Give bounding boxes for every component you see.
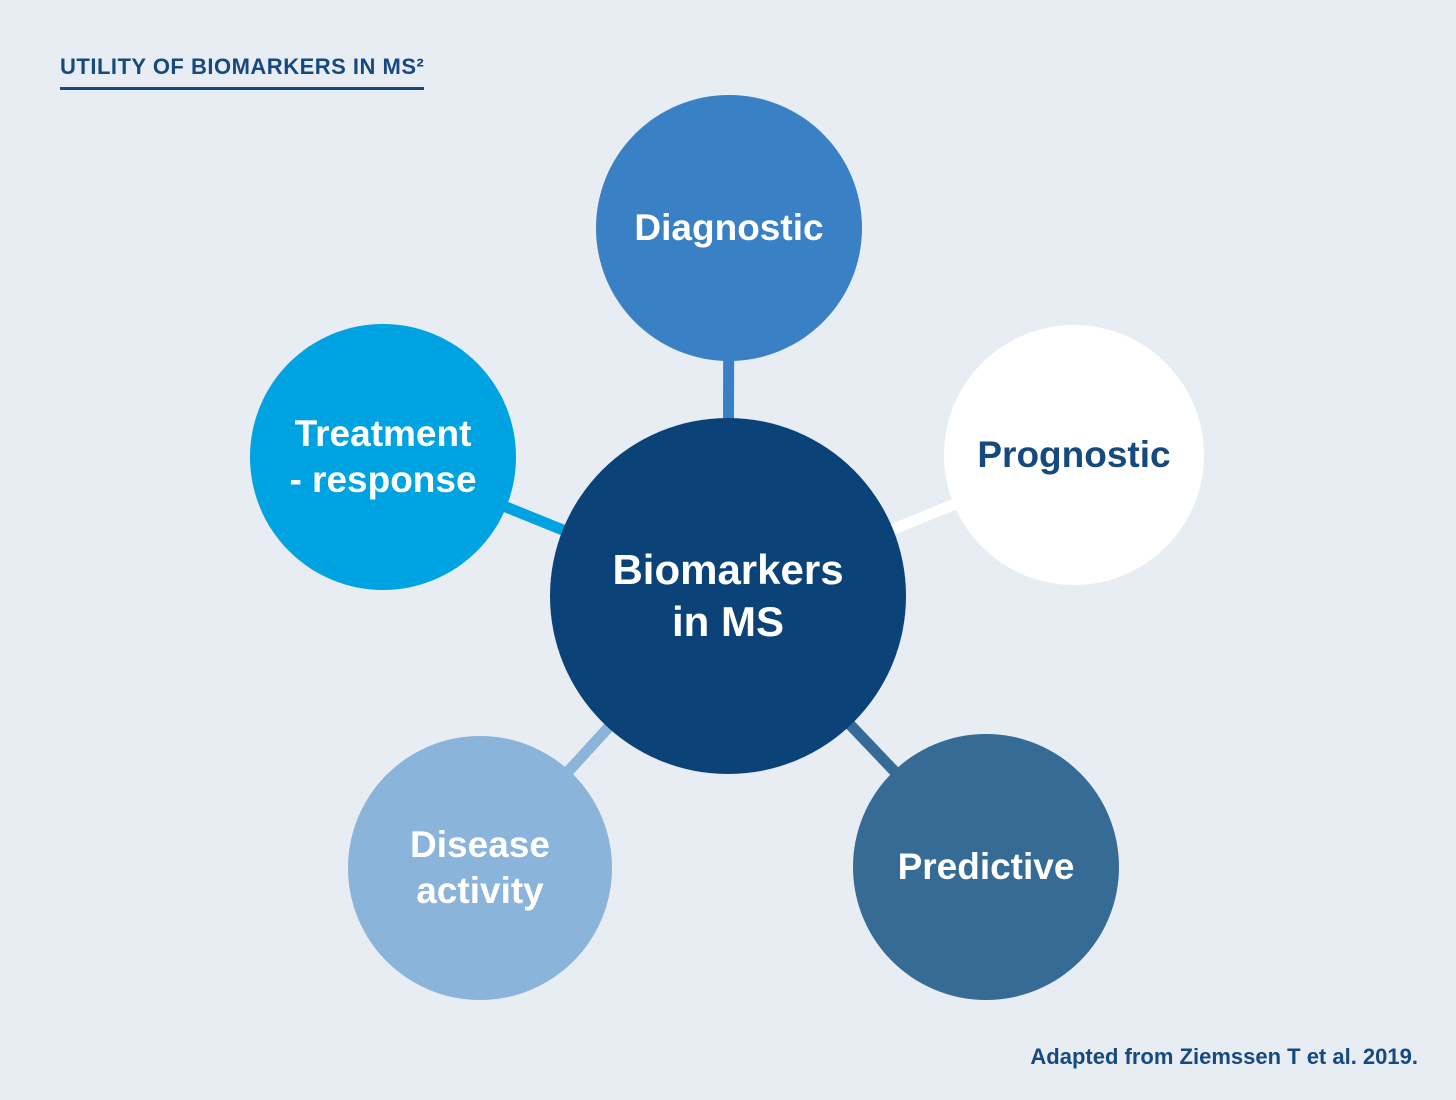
node-prognostic-label: Prognostic — [977, 433, 1171, 475]
node-diagnostic-label: Diagnostic — [634, 206, 824, 248]
node-diagnostic: Diagnostic — [596, 95, 862, 361]
node-disease-activity-label: Disease activity — [410, 823, 550, 911]
node-treatment-response: Treatment - response — [250, 324, 516, 590]
node-disease-activity: Disease activity — [348, 736, 612, 1000]
center-node-biomarkers-in-ms: Biomarkers in MS — [550, 418, 906, 774]
attribution-text: Adapted from Ziemssen T et al. 2019. — [1030, 1044, 1418, 1069]
node-prognostic: Prognostic — [944, 325, 1204, 585]
center-node-label: Biomarkers in MS — [612, 545, 844, 646]
node-predictive: Predictive — [853, 734, 1119, 1000]
node-predictive-label: Predictive — [897, 845, 1075, 887]
node-treatment-response-label: Treatment - response — [289, 412, 477, 500]
page-title: UTILITY OF BIOMARKERS IN MS² — [60, 54, 425, 90]
